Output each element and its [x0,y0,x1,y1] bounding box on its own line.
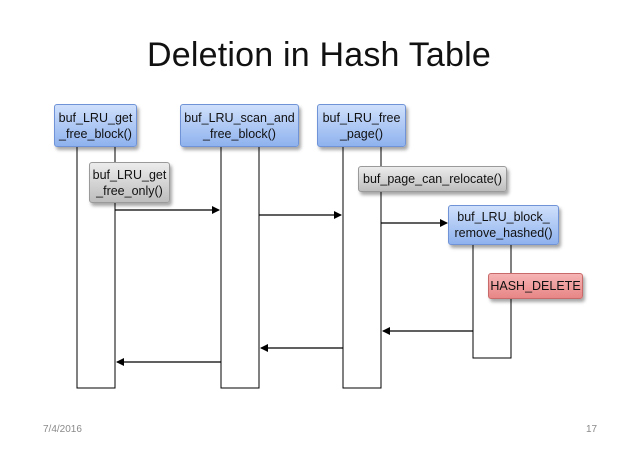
lifeline-scan-and-free [220,145,260,389]
box-buf-page-can-relocate: buf_page_can_relocate() [358,166,507,192]
box-buf-lru-free-page: buf_LRU_free _page() [317,104,406,147]
box-hash-delete: HASH_DELETE [488,273,583,299]
box-buf-lru-scan-and-free-block: buf_LRU_scan_and _free_block() [180,104,299,147]
box-buf-lru-get-free-block: buf_LRU_get _free_block() [54,104,137,147]
footer-date: 7/4/2016 [43,424,82,435]
footer-page-number: 17 [586,424,598,435]
box-buf-lru-block-remove-hashed: buf_LRU_block_ remove_hashed() [448,205,559,245]
slide-title: Deletion in Hash Table [147,36,491,74]
box-buf-lru-get-free-only: buf_LRU_get _free_only() [89,162,170,203]
lifeline-remove-hashed [472,242,512,359]
